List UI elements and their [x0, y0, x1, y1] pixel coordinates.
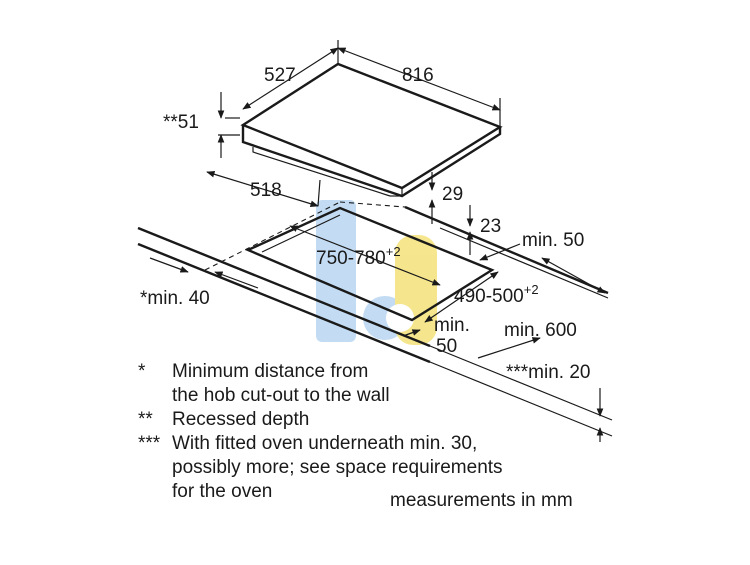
legend-text: Recessed depth — [172, 409, 310, 430]
legend-text: Minimum distance from the hob cut-out to… — [172, 361, 390, 406]
dim-width: 527 — [264, 65, 296, 86]
legend-item: *** With fitted oven underneath min. 30,… — [138, 432, 618, 504]
dim-cutout-width: 490-500+2 — [454, 282, 539, 307]
legend-item: * Minimum distance from the hob cut-out … — [138, 360, 618, 408]
legend-mark: ** — [138, 409, 153, 430]
dim-thickness-a: 29 — [442, 184, 463, 205]
dim-cutout-depth: 518 — [250, 180, 282, 201]
legend-text: With fitted oven underneath min. 30, pos… — [172, 433, 503, 502]
dim-min-20: ***min. 20 — [506, 362, 591, 383]
dim-min-600: min. 600 — [504, 320, 577, 341]
dim-min-50-right: min. 50 — [522, 230, 584, 251]
dim-length: 816 — [402, 65, 434, 86]
dim-recessed: **51 — [163, 112, 199, 133]
legend: * Minimum distance from the hob cut-out … — [138, 360, 618, 504]
dim-min-50-front-a: min. — [434, 315, 470, 336]
legend-mark: * — [138, 361, 146, 382]
legend-mark: *** — [138, 433, 161, 454]
legend-item: ** Recessed depth — [138, 408, 618, 432]
dim-min-wall: *min. 40 — [140, 288, 210, 309]
dim-cutout-length: 750-780+2 — [316, 244, 401, 269]
dimension-lines — [149, 40, 606, 442]
dim-thickness-b: 23 — [480, 216, 501, 237]
units-note: measurements in mm — [390, 490, 573, 511]
dim-min-50-front-b: 50 — [436, 336, 457, 357]
